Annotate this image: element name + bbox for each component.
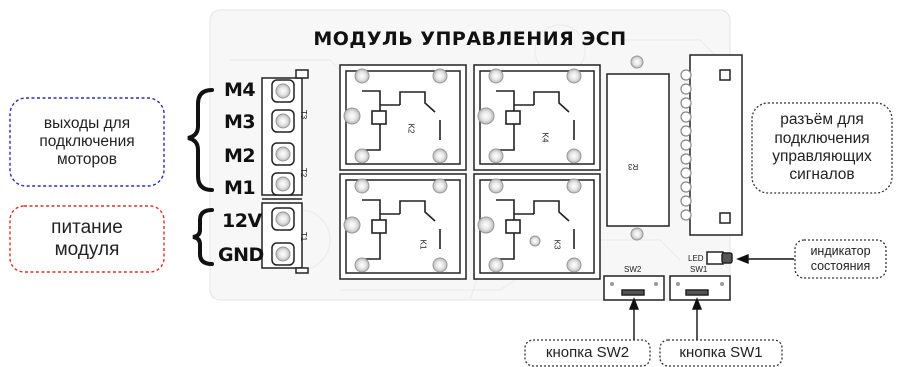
- terminal-label-t2: T2: [299, 167, 309, 178]
- relay-label-k4: K4: [540, 132, 550, 143]
- power-callout-text: питание модуля: [51, 216, 123, 260]
- connector-callout: разъём для подключения управляющих сигна…: [754, 106, 890, 190]
- terminal-label-t1: T1: [299, 231, 309, 242]
- sw2-callout-text: кнопка SW2: [545, 344, 630, 362]
- sw2-callout: кнопка SW2: [525, 340, 650, 366]
- power-brace: [192, 208, 214, 266]
- relay-internals: [362, 90, 575, 260]
- led: [706, 251, 733, 265]
- pin-label-m2: M2: [224, 145, 256, 167]
- motors-callout-border: [9, 97, 165, 187]
- terminal-block: [261, 69, 309, 274]
- connector-callout-border: [751, 102, 893, 194]
- indicator-callout-border: [794, 239, 887, 279]
- arrows: [628, 253, 794, 340]
- sw1-callout: кнопка SW1: [660, 340, 782, 366]
- switch-label-sw2: SW2: [624, 265, 642, 274]
- signal-connector: [689, 54, 743, 236]
- pin-label-gnd: GND: [218, 244, 264, 266]
- sw2-callout-border: [524, 339, 651, 367]
- terminal-label-t3: T3: [299, 109, 309, 120]
- motors-callout: выходы для подключения моторов: [16, 102, 158, 182]
- power-callout: питание модуля: [30, 208, 144, 270]
- indicator-callout: индикатор состояния: [797, 242, 884, 276]
- pin-label-m4: M4: [224, 79, 256, 101]
- relay-label-k3: K3: [552, 239, 562, 250]
- relay-label-k1: K1: [418, 239, 428, 250]
- switch-label-sw1: SW1: [690, 265, 708, 274]
- resistor-R3: [606, 73, 670, 227]
- sw1-callout-border: [659, 339, 783, 367]
- power-callout-border: [9, 205, 165, 273]
- pin-label-m1: M1: [224, 177, 256, 199]
- connector-pins: [680, 69, 692, 221]
- switch-SW2: [603, 275, 665, 301]
- indicator-callout-text: индикатор состояния: [810, 244, 871, 273]
- connector-callout-text: разъём для подключения управляющих сигна…: [772, 111, 872, 184]
- sw1-callout-text: кнопка SW1: [679, 344, 763, 362]
- relay-label-k2: K2: [406, 123, 416, 134]
- pin-label-12v: 12V: [222, 210, 262, 232]
- relay-pads: [343, 68, 582, 273]
- motors-brace: [187, 88, 214, 192]
- resistor-label: R3: [628, 162, 639, 171]
- pin-label-m3: M3: [224, 111, 256, 133]
- switch-SW1: [669, 275, 731, 301]
- motors-callout-text: выходы для подключения моторов: [39, 114, 135, 169]
- board-title: МОДУЛЬ УПРАВЛЕНИЯ ЭСП: [313, 28, 627, 50]
- led-label: LED: [688, 254, 704, 263]
